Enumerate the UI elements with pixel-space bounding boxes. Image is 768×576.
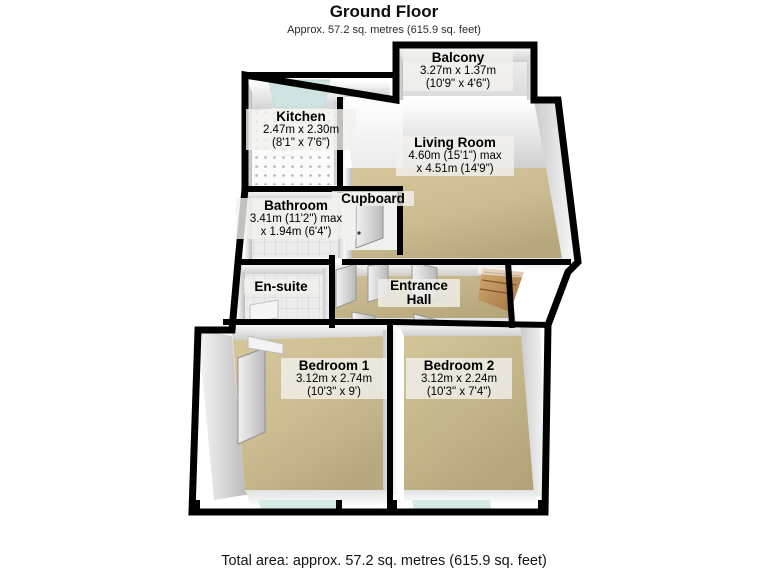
room-label-bedroom-1: Bedroom 1 3.12m x 2.74m (10'3" x 9'): [281, 358, 387, 399]
bedroom-1-fitting: [247, 335, 284, 355]
room-dim-balcony-metric: 3.27m x 1.37m: [419, 65, 497, 78]
en-suite-fixture: [249, 299, 279, 323]
room-dim-bedroom-2-metric: 3.12m x 2.24m: [420, 373, 498, 386]
room-label-kitchen: Kitchen 2.47m x 2.30m (8'1" x 7'6"): [246, 109, 356, 150]
room-dim-bedroom-1-metric: 3.12m x 2.74m: [295, 373, 373, 386]
room-dim-balcony-imperial: (10'9" x 4'6"): [425, 77, 491, 90]
room-name-balcony: Balcony: [431, 50, 485, 65]
wall-shadow-accents: [192, 500, 548, 512]
room-label-bathroom: Bathroom 3.41m (11'2") max x 1.94m (6'4"…: [236, 198, 356, 239]
total-area-text: Total area: approx. 57.2 sq. metres (615…: [221, 553, 547, 569]
room-dim-living-room-imperial: x 4.51m (14'9"): [416, 162, 494, 175]
room-dim-living-room-metric: 4.60m (15'1") max: [408, 150, 502, 163]
room-name-bedroom-1: Bedroom 1: [298, 358, 370, 373]
plan-header: Ground Floor Approx. 57.2 sq. metres (61…: [0, 2, 768, 37]
room-name-en-suite: En-suite: [254, 279, 308, 294]
room-bedroom-2: [397, 322, 548, 512]
room-living-room: [345, 100, 578, 272]
room-dim-bedroom-1-imperial: (10'3" x 9'): [307, 385, 361, 398]
room-dim-bedroom-2-imperial: (10'3" x 7'4"): [426, 385, 492, 398]
room-dim-kitchen-metric: 2.47m x 2.30m: [262, 124, 340, 137]
page-subtitle: Approx. 57.2 sq. metres (615.9 sq. feet): [287, 24, 481, 36]
bedroom-1-door: [237, 347, 266, 445]
room-label-bedroom-2: Bedroom 2 3.12m x 2.24m (10'3" x 7'4"): [406, 358, 512, 399]
room-label-cupboard: Cupboard: [332, 191, 414, 207]
room-label-balcony: Balcony 3.27m x 1.37m (10'9" x 4'6"): [403, 50, 513, 91]
room-name-bedroom-2: Bedroom 2: [423, 358, 495, 373]
page-title: Ground Floor: [329, 2, 439, 21]
room-dim-kitchen-imperial: (8'1" x 7'6"): [272, 136, 330, 149]
wall-outlines-inner: [189, 72, 571, 515]
room-label-living-room: Living Room 4.60m (15'1") max x 4.51m (1…: [396, 135, 514, 176]
room-bedroom-1: [198, 322, 397, 512]
hall-door-bathroom: [335, 263, 357, 309]
room-name-cupboard: Cupboard: [341, 191, 405, 206]
wall-outlines: [188, 41, 582, 516]
room-name-entrance-hall: Entrance Hall: [390, 278, 448, 308]
room-label-en-suite: En-suite: [244, 279, 318, 295]
room-name-bathroom: Bathroom: [264, 198, 328, 213]
cupboard-door-handle: [357, 231, 361, 235]
room-name-living-room: Living Room: [414, 135, 496, 150]
room-dim-bathroom-imperial: x 1.94m (6'4"): [260, 225, 332, 238]
room-name-kitchen: Kitchen: [276, 109, 326, 124]
room-label-entrance-hall: Entrance Hall: [378, 278, 460, 308]
plan-footer: Total area: approx. 57.2 sq. metres (615…: [0, 553, 768, 569]
room-dim-bathroom-metric: 3.41m (11'2") max: [249, 213, 343, 226]
